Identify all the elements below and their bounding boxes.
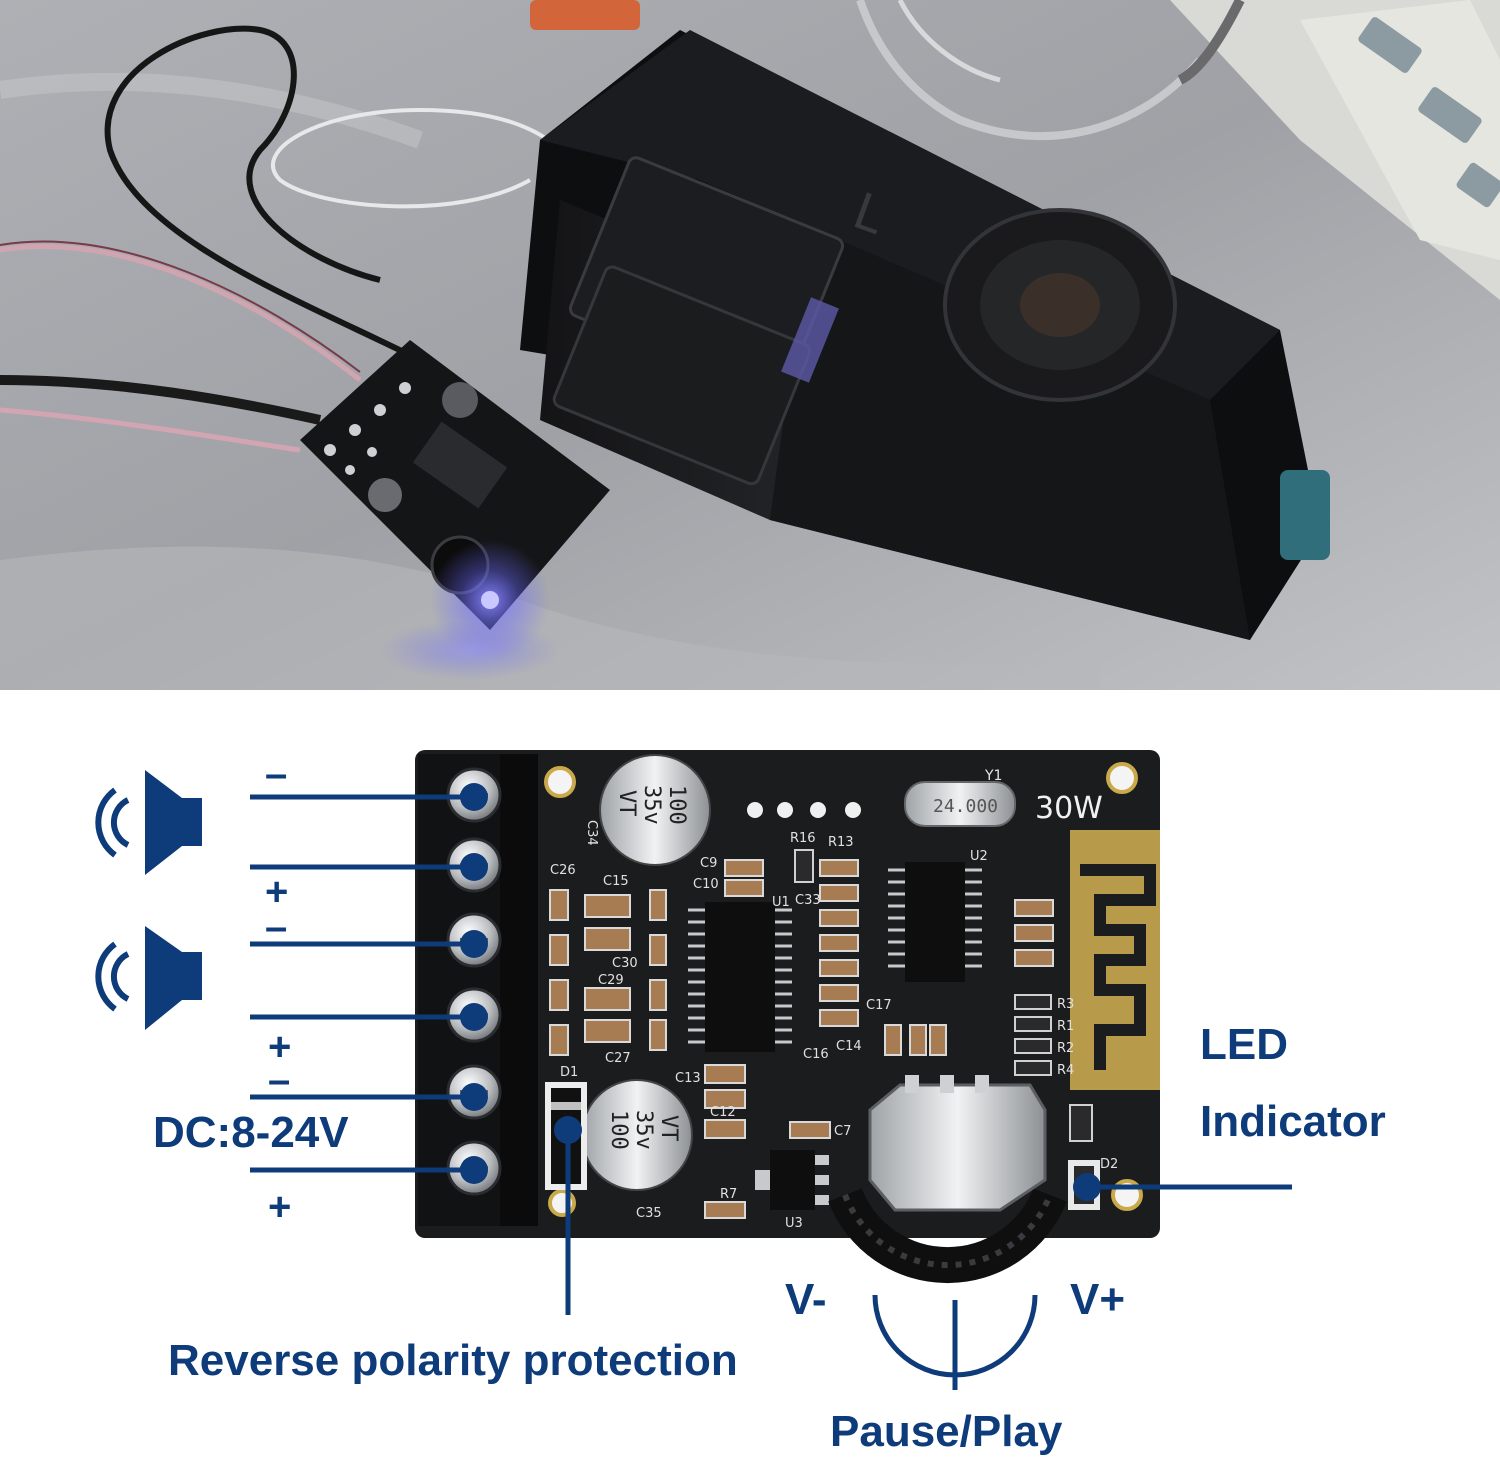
svg-text:U2: U2: [970, 849, 988, 864]
led-label-line2: Indicator: [1200, 1097, 1386, 1146]
svg-text:35v: 35v: [631, 1110, 656, 1150]
board-diagram: 100 35v VT 100 35v VT 24.000 Y1 30W: [95, 750, 1292, 1390]
chip-u3: [755, 1150, 829, 1210]
bluetooth-amp-board: [300, 340, 610, 680]
svg-text:C9: C9: [700, 856, 717, 871]
dc-plus-label: +: [268, 1185, 292, 1229]
reverse-polarity-label: Reverse polarity protection: [168, 1336, 738, 1385]
crystal-oscillator: 24.000 Y1: [904, 768, 1016, 827]
svg-text:R13: R13: [828, 835, 854, 850]
svg-text:C26: C26: [550, 863, 576, 878]
svg-text:C34: C34: [584, 820, 599, 846]
svg-text:R16: R16: [790, 831, 816, 846]
chip-u1: [688, 902, 792, 1052]
svg-text:R4: R4: [1057, 1063, 1074, 1078]
speaker1-minus-label: –: [265, 752, 288, 796]
svg-text:C33: C33: [795, 893, 821, 908]
svg-text:U1: U1: [772, 895, 790, 910]
svg-text:C16: C16: [803, 1047, 829, 1062]
led-label-line1: LED: [1200, 1020, 1288, 1069]
svg-text:100: 100: [606, 1110, 631, 1150]
svg-text:C14: C14: [836, 1039, 862, 1054]
svg-text:R2: R2: [1057, 1041, 1074, 1056]
svg-text:VT: VT: [656, 1115, 681, 1142]
rotary-encoder: [828, 1075, 1067, 1283]
speaker-icon: [95, 926, 202, 1030]
svg-text:35v: 35v: [639, 785, 664, 825]
speaker1-plus-label: +: [265, 870, 289, 914]
svg-text:R7: R7: [720, 1187, 737, 1202]
volume-up-label: V+: [1070, 1275, 1126, 1324]
speaker-box: L: [520, 30, 1330, 640]
svg-text:VT: VT: [614, 790, 639, 817]
svg-text:Y1: Y1: [984, 768, 1002, 784]
svg-text:D2: D2: [1100, 1157, 1118, 1172]
svg-text:C29: C29: [598, 973, 624, 988]
svg-text:C12: C12: [710, 1105, 736, 1120]
svg-text:R3: R3: [1057, 997, 1074, 1012]
svg-text:100: 100: [664, 785, 689, 825]
orange-tool: [530, 0, 640, 30]
svg-text:C30: C30: [612, 956, 638, 971]
volume-down-label: V-: [785, 1275, 827, 1324]
header-pins: [747, 802, 861, 818]
svg-text:C35: C35: [636, 1206, 662, 1221]
capacitor-top: 100 35v VT: [599, 754, 711, 866]
speaker-icon: [95, 770, 202, 875]
svg-text:C27: C27: [605, 1051, 631, 1066]
capacitor-bottom: 100 35v VT: [581, 1079, 693, 1191]
speaker2-plus-label: +: [268, 1025, 292, 1069]
svg-text:C10: C10: [693, 877, 719, 892]
svg-text:24.000: 24.000: [933, 796, 998, 817]
product-photo: L: [0, 0, 1500, 690]
chip-u2: [888, 862, 982, 982]
svg-text:C7: C7: [834, 1124, 851, 1139]
smd-components: [549, 859, 1054, 1219]
speaker2-minus-label: –: [265, 905, 288, 949]
callout-lines: [250, 794, 1292, 1390]
svg-text:C17: C17: [866, 998, 892, 1013]
svg-text:C15: C15: [603, 874, 629, 889]
dc-voltage-label: DC:8-24V: [153, 1108, 349, 1157]
callout-dots: [460, 783, 1101, 1201]
terminal-block: [418, 754, 538, 1226]
dc-minus-label: –: [268, 1058, 291, 1102]
cables: [0, 0, 1245, 453]
power-rating: 30W: [1035, 791, 1103, 826]
pause-play-label: Pause/Play: [830, 1407, 1063, 1456]
svg-text:U3: U3: [785, 1216, 803, 1231]
bluetooth-antenna: [1070, 830, 1160, 1090]
svg-text:R1: R1: [1057, 1019, 1074, 1034]
svg-text:C13: C13: [675, 1071, 701, 1086]
svg-text:D1: D1: [560, 1065, 578, 1080]
power-strip: [1170, 0, 1500, 300]
